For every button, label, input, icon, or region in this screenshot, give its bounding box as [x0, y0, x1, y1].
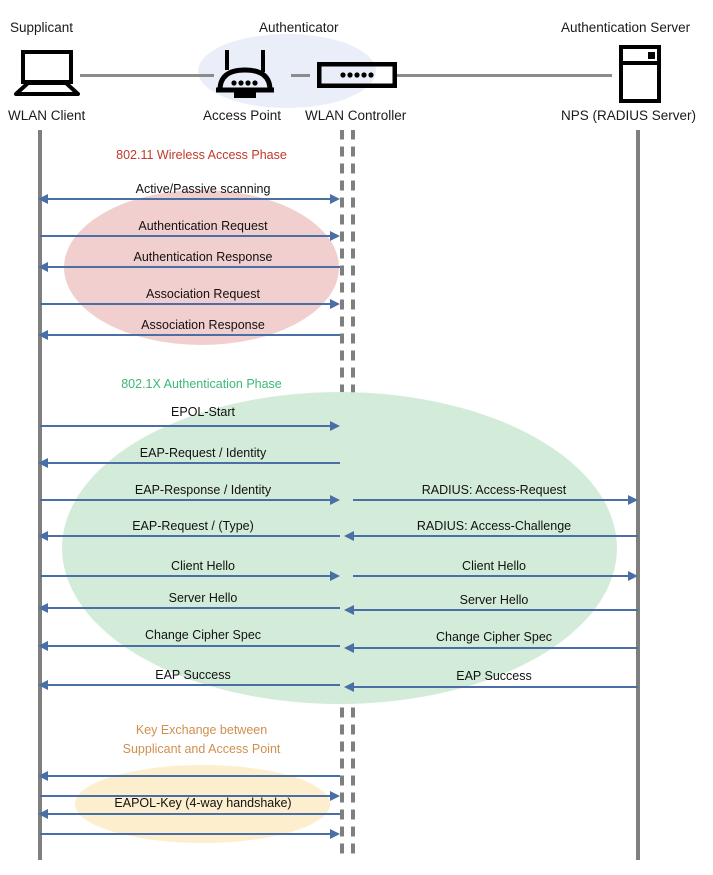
arrow-head-left-icon — [38, 809, 48, 819]
message-line — [46, 607, 340, 609]
arrow-head-left-icon — [38, 262, 48, 272]
arrow-head-left-icon — [344, 643, 354, 653]
message-label: EAP-Request / (Type) — [132, 519, 254, 533]
arrow-head-right-icon — [330, 829, 340, 839]
arrow-head-left-icon — [38, 771, 48, 781]
message-label: Server Hello — [459, 593, 529, 607]
message-line — [46, 266, 340, 268]
message-line — [352, 609, 638, 611]
message-label: Client Hello — [171, 559, 235, 573]
wire-ap-to-controller — [291, 74, 310, 77]
message-line — [352, 686, 638, 688]
message-line — [46, 198, 336, 200]
arrow-head-right-icon — [330, 194, 340, 204]
wlan-controller-icon — [316, 61, 398, 93]
message-label: Server Hello — [168, 591, 238, 605]
actor-role-authentication-server: Authentication Server — [561, 20, 691, 35]
message-label: Association Response — [141, 318, 265, 332]
message-line — [353, 499, 630, 501]
message-line — [40, 235, 332, 237]
message-label: EAPOL-Key (4-way handshake) — [114, 796, 292, 810]
arrow-head-left-icon — [38, 603, 48, 613]
message-label: EAP Success — [456, 669, 532, 683]
message-line — [352, 647, 638, 649]
arrow-head-left-icon — [344, 531, 354, 541]
message-line — [40, 833, 332, 835]
laptop-icon — [14, 50, 80, 103]
actor-role-supplicant: Supplicant — [10, 20, 74, 35]
message-label: Active/Passive scanning — [135, 182, 271, 196]
actor-device-nps-radius-server: NPS (RADIUS Server) — [561, 108, 697, 123]
arrow-head-left-icon — [38, 330, 48, 340]
arrow-head-right-icon — [330, 791, 340, 801]
lifeline-authentication-server — [636, 130, 640, 860]
message-label: EAP-Request / Identity — [139, 446, 267, 460]
arrow-head-right-icon — [330, 299, 340, 309]
message-label: Change Cipher Spec — [435, 630, 553, 644]
actor-device-access-point: Access Point — [203, 108, 282, 123]
message-line — [46, 684, 340, 686]
access-point-icon — [214, 48, 276, 105]
message-label: Authentication Response — [133, 250, 273, 264]
wire-client-to-ap — [80, 74, 214, 77]
arrow-head-left-icon — [344, 605, 354, 615]
message-line — [46, 334, 340, 336]
phase-keyexchange-ellipse — [75, 765, 330, 843]
arrow-head-left-icon — [344, 682, 354, 692]
message-line — [46, 813, 340, 815]
message-line — [40, 303, 332, 305]
actor-device-wlan-controller: WLAN Controller — [305, 108, 407, 123]
arrow-head-right-icon — [330, 495, 340, 505]
phase-keyexchange-title: Key Exchange between Supplicant and Acce… — [122, 723, 281, 756]
message-line — [353, 575, 630, 577]
arrow-head-left-icon — [38, 641, 48, 651]
arrow-head-left-icon — [38, 194, 48, 204]
message-line — [40, 795, 332, 797]
message-label: EAP-Response / Identity — [134, 483, 272, 497]
server-icon — [619, 45, 661, 108]
message-label: RADIUS: Access-Challenge — [416, 519, 572, 533]
actor-role-authenticator: Authenticator — [259, 20, 339, 35]
message-label: EAP Success — [155, 668, 231, 682]
arrow-head-right-icon — [330, 231, 340, 241]
message-label: Client Hello — [462, 559, 526, 573]
phase-8021x-title: 802.1X Authentication Phase — [121, 377, 282, 391]
message-label: EPOL-Start — [171, 405, 235, 419]
message-label: Change Cipher Spec — [144, 628, 262, 642]
phase-8021x-ellipse — [62, 392, 617, 704]
arrow-head-left-icon — [38, 680, 48, 690]
message-label: Authentication Request — [138, 219, 268, 233]
message-line — [46, 462, 340, 464]
arrow-head-left-icon — [38, 458, 48, 468]
message-line — [46, 645, 340, 647]
message-label: RADIUS: Access-Request — [421, 483, 567, 497]
message-label: Association Request — [146, 287, 260, 301]
actor-device-wlan-client: WLAN Client — [8, 108, 86, 123]
arrow-head-left-icon — [38, 531, 48, 541]
message-line — [352, 535, 638, 537]
wire-controller-to-server — [396, 74, 612, 77]
arrow-head-right-icon — [628, 495, 638, 505]
phase-80211-title: 802.11 Wireless Access Phase — [116, 148, 287, 162]
arrow-head-right-icon — [330, 571, 340, 581]
message-line — [40, 425, 332, 427]
message-line — [40, 499, 332, 501]
arrow-head-right-icon — [628, 571, 638, 581]
arrow-head-right-icon — [330, 421, 340, 431]
message-line — [46, 535, 340, 537]
lifeline-supplicant — [38, 130, 42, 860]
message-line — [46, 775, 340, 777]
message-line — [40, 575, 332, 577]
